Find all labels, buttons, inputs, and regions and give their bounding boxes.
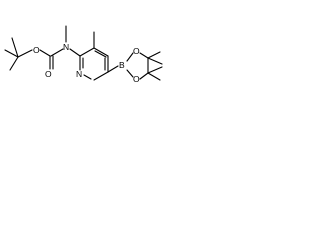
bond-lines [4, 25, 163, 81]
structure-canvas: O O N N B O O [0, 0, 166, 105]
chemical-structure-diagram: O O N N B O O [4, 25, 163, 84]
atom-amine-nitrogen: N [63, 42, 69, 52]
bond-upper-oxygen-to-carbon [139, 52, 149, 59]
bond-ester-oxygen-to-carbonyl [39, 49, 51, 57]
atom-pyridine-nitrogen: N [76, 69, 82, 79]
bond-tbu-methyl-top [11, 37, 19, 58]
bond-pinacol-methyl-2 [147, 57, 163, 65]
bond-tbu-methyl-bottom [9, 56, 19, 71]
atom-ester-oxygen: O [33, 45, 40, 55]
bond-nitrogen-to-ring [69, 48, 81, 57]
bond-lower-oxygen-to-carbon [139, 72, 149, 80]
bond-ring-to-boron [107, 65, 119, 73]
bond-carbonyl-to-nitrogen [50, 48, 64, 57]
atom-boron: B [119, 60, 125, 70]
bond-boron-to-lower-oxygen [126, 69, 134, 78]
bond-ring-c6-n1 [83, 74, 92, 80]
bond-pinacol-methyl-1 [147, 51, 161, 59]
bond-ring-c2-c3 [79, 47, 95, 57]
bond-ring-c5-c6 [93, 71, 109, 81]
bond-pinacol-methyl-3 [147, 66, 163, 74]
bond-tbu-methyl-left [4, 49, 19, 58]
atom-labels: O O N N B O O [33, 42, 140, 84]
bond-pinacol-methyl-4 [147, 72, 161, 81]
bond-tbu-to-ester-oxygen [17, 49, 33, 58]
bond-ring-c3-c4 [93, 47, 109, 57]
atom-boronate-oxygen-upper: O [133, 46, 140, 56]
bond-boron-to-upper-oxygen [126, 52, 134, 62]
atom-boronate-oxygen-lower: O [133, 74, 140, 84]
atom-carbonyl-oxygen: O [45, 69, 52, 79]
bond-ring-c3-c4-inner [94, 50, 107, 58]
